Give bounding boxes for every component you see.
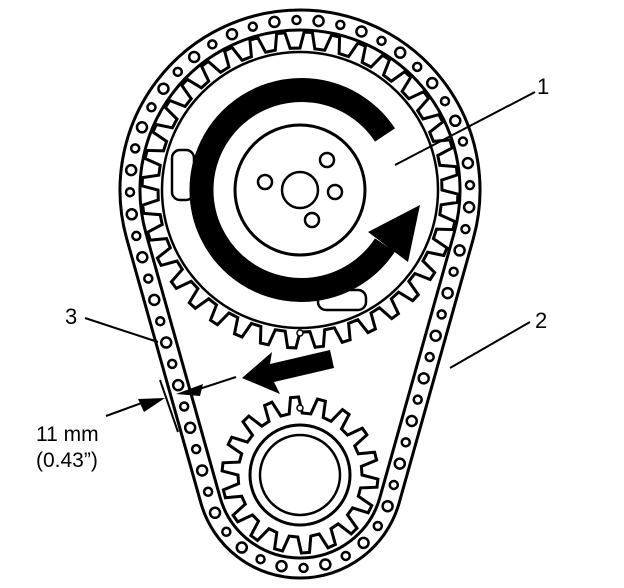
- chain-link-pin: [453, 244, 466, 257]
- chain-link-pin: [460, 223, 471, 235]
- chain-link-pin: [388, 479, 400, 491]
- measurement-label: 11 mm (0.43”): [36, 422, 99, 474]
- chain-link-pin: [136, 251, 149, 264]
- crankshaft-sprocket: [220, 329, 380, 555]
- chain-link-pin: [129, 143, 141, 154]
- chain-link-pin: [187, 50, 201, 64]
- chain-link-pin: [448, 266, 459, 278]
- chain-link-pin: [135, 121, 149, 134]
- chain-link-pin: [195, 464, 209, 477]
- chain-link-pin: [393, 457, 407, 470]
- measurement-imperial: (0.43”): [36, 449, 98, 472]
- callout-1: 1: [537, 74, 550, 99]
- chain-link-pin: [148, 293, 161, 307]
- chain-link-pin: [372, 520, 384, 532]
- chain-link-pin: [178, 401, 190, 412]
- chain-link-pin: [340, 550, 351, 562]
- chain-link-pin: [381, 499, 394, 513]
- chain-link-pin: [441, 286, 454, 300]
- chain-link-pin: [159, 336, 173, 349]
- chain-link-pin: [268, 15, 281, 29]
- chain-link-pin: [143, 273, 154, 284]
- chain-link-pin: [439, 95, 451, 107]
- chain-link-pin: [424, 351, 435, 363]
- camshaft-hub: [233, 123, 367, 257]
- chain-link-pin: [291, 14, 302, 26]
- chain-link-pin: [131, 230, 142, 242]
- chain-link-pin: [171, 378, 185, 392]
- chain-link-pin: [411, 61, 423, 73]
- chain-link-pin: [124, 186, 136, 198]
- rotation-arrow: [189, 78, 420, 302]
- chain-link-pin: [319, 558, 332, 571]
- chain-link-pin: [166, 358, 178, 370]
- chain-link-pin: [255, 553, 266, 565]
- leader-lines: [84, 91, 536, 433]
- chain-link-pin: [457, 136, 469, 147]
- chain-link-pin: [208, 506, 222, 520]
- chain-link-pin: [436, 309, 447, 320]
- chain-link-pin: [221, 526, 232, 538]
- chain-link-pin: [124, 163, 138, 177]
- callout-3: 3: [65, 304, 78, 329]
- chain-link-pin: [146, 102, 157, 113]
- chain-link-pin: [462, 201, 476, 214]
- chain-link-pin: [405, 414, 418, 428]
- chain-link-pin: [412, 394, 423, 405]
- chain-link-pin: [357, 536, 370, 550]
- chain-link-pin: [429, 329, 442, 342]
- measurement-arrowhead-lower: [138, 398, 165, 412]
- measurement-arrowhead-upper: [176, 384, 203, 396]
- chain-link-pin: [461, 156, 475, 170]
- chain-link-pin: [355, 25, 368, 38]
- chain-link-pin: [172, 66, 184, 78]
- chain-link-pin: [400, 437, 412, 448]
- chain-link-pin: [202, 486, 214, 498]
- chain-link-pin: [376, 35, 387, 47]
- chain-link-pin: [298, 562, 309, 574]
- chain-link-pin: [225, 27, 239, 41]
- chain-link-pin: [235, 541, 249, 554]
- chain-slack-arrow: [242, 350, 334, 394]
- chain-link-pin: [417, 372, 430, 385]
- chain-link-pin: [157, 82, 170, 95]
- chain-link-pin: [312, 14, 325, 28]
- chain-link-pin: [125, 208, 138, 221]
- measurement-metric: 11 mm: [36, 423, 99, 446]
- chain-link-pin: [464, 179, 476, 191]
- chain-link-pin: [183, 421, 197, 435]
- chain-link-pin: [335, 19, 346, 31]
- chain-link-pin: [247, 21, 259, 32]
- chain-link-pin: [425, 76, 439, 90]
- callout-2: 2: [535, 308, 548, 333]
- chain-link-pin: [207, 39, 218, 50]
- chain-link-pin: [190, 443, 202, 455]
- timing-chain: [118, 8, 482, 580]
- chain-link-pin: [393, 46, 407, 59]
- chain-link-pin: [449, 114, 462, 128]
- chain-link-pin: [275, 559, 288, 573]
- chain-link-pin: [155, 315, 166, 327]
